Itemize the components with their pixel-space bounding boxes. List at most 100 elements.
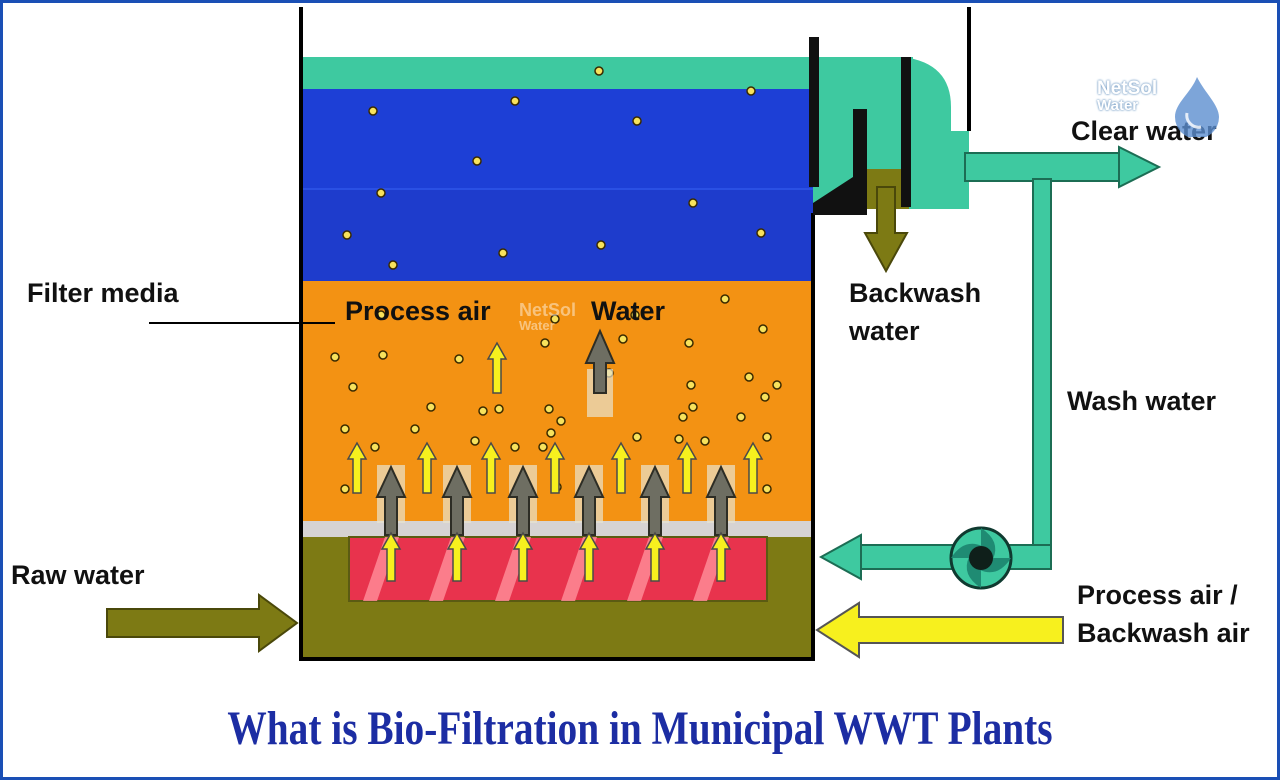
air-bubble [426, 402, 436, 412]
clear-water-pipe [964, 152, 1126, 182]
air-bubble [674, 434, 684, 444]
process-backwash-air-label-line2: Backwash air [1077, 618, 1250, 648]
air-bubble [470, 436, 480, 446]
air-bubble [342, 230, 352, 240]
water-flow-arrow [441, 464, 473, 536]
biofilter-diagram [106, 7, 1162, 661]
air-flow-arrow [742, 441, 764, 494]
air-bubble [348, 382, 358, 392]
netsol-logo: NetSol Water [1097, 79, 1157, 113]
netsol-watermark: NetSol Water [519, 301, 576, 332]
backwash-water-label-line1: Backwash [849, 278, 982, 308]
wash-water-riser [1032, 178, 1052, 556]
air-bubble [370, 442, 380, 452]
backwash-water-label-line2: water [849, 316, 920, 346]
air-bubble [340, 424, 350, 434]
supernatant-water-lower [303, 189, 813, 281]
air-bubble [762, 432, 772, 442]
air-flow-arrow [480, 441, 502, 494]
air-bubble [556, 416, 566, 426]
air-flow-arrow [512, 531, 534, 582]
air-bubble [378, 350, 388, 360]
air-bubble [632, 432, 642, 442]
pump-icon [949, 526, 1013, 590]
air-bubble [478, 406, 488, 416]
raw-water-arrow [106, 593, 299, 653]
effluent-launder [813, 57, 969, 209]
air-bubble [760, 392, 770, 402]
air-bubble [544, 404, 554, 414]
air-bubble [762, 484, 772, 494]
water-flow-arrow [507, 464, 539, 536]
air-flow-arrow [610, 441, 632, 494]
air-flow-arrow [446, 531, 468, 582]
air-bubble [678, 412, 688, 422]
air-flow-arrow [578, 531, 600, 582]
air-bubble [758, 324, 768, 334]
air-bubble [596, 240, 606, 250]
clear-water-arrowhead [1118, 145, 1162, 189]
air-flow-arrow [644, 531, 666, 582]
air-bubble [538, 442, 548, 452]
wash-water-arrowhead [818, 533, 862, 581]
air-bubble [540, 338, 550, 348]
air-bubble [746, 86, 756, 96]
air-bubble [688, 198, 698, 208]
air-flow-arrows [346, 341, 764, 582]
air-bubble [700, 436, 710, 446]
air-bubble [594, 66, 604, 76]
logo-text-line1: NetSol [1097, 78, 1158, 99]
air-bubble [454, 354, 464, 364]
air-bubble [630, 310, 640, 320]
air-bubble [772, 380, 782, 390]
support-plate [303, 521, 813, 537]
air-bubble [510, 442, 520, 452]
figure-caption: What is Bio-Filtration in Municipal WWT … [227, 702, 1053, 755]
tank-wall [299, 7, 815, 661]
wash-water-label: Wash water [1067, 386, 1217, 416]
air-bubble [498, 248, 508, 258]
baffle-plate [809, 37, 819, 187]
watermark-text-line1: NetSol [519, 300, 577, 320]
air-bubble [472, 156, 482, 166]
water-flow-arrow [573, 464, 605, 536]
overflow-weir [813, 109, 867, 215]
process-backwash-air-label-line1: Process air / [1077, 580, 1238, 610]
water-flow-arrow [375, 464, 407, 536]
air-bubble [618, 334, 628, 344]
air-bubble [688, 402, 698, 412]
backwash-water-arrow [863, 186, 909, 274]
air-bubble [376, 188, 386, 198]
water-flow-arrows [375, 328, 737, 536]
air-bubble [494, 404, 504, 414]
air-bubble [736, 412, 746, 422]
air-flow-arrow [676, 441, 698, 494]
weir-plate [901, 57, 911, 207]
air-bubble [376, 310, 386, 320]
air-bubble [632, 116, 642, 126]
air-bubble [340, 484, 350, 494]
process-air-label: Process air [345, 296, 491, 326]
water-label: Water [591, 296, 666, 326]
air-bubble [756, 228, 766, 238]
air-bubble [510, 96, 520, 106]
air-bubble [410, 424, 420, 434]
supernatant-water-upper [303, 89, 813, 189]
process-air-inlet-arrow [815, 601, 1064, 659]
air-flow-arrow [486, 341, 508, 394]
air-flow-arrow [416, 441, 438, 494]
water-flow-arrow [639, 464, 671, 536]
water-legend-arrow [584, 328, 616, 394]
air-bubble [546, 428, 556, 438]
air-flow-arrow [346, 441, 368, 494]
air-bubble [720, 294, 730, 304]
air-bubble [684, 338, 694, 348]
raw-water-label: Raw water [11, 560, 145, 590]
air-bubble [368, 106, 378, 116]
watermark-text-line2: Water [519, 318, 555, 333]
air-flow-arrow [710, 531, 732, 582]
water-flow-arrow [705, 464, 737, 536]
filter-media-label: Filter media [27, 278, 179, 308]
air-bubble [686, 380, 696, 390]
